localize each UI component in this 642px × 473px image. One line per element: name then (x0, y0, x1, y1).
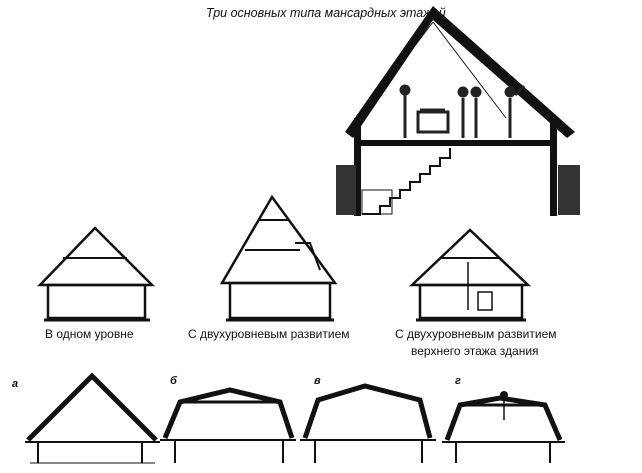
house-two-level-upper-floor (408, 228, 532, 322)
profile-v (300, 383, 436, 463)
profile-label-g: г (455, 375, 461, 387)
profile-g (442, 391, 565, 463)
caption-one-level: В одном уровне (45, 327, 134, 341)
caption-two-level-upper-line1: С двухуровневым развитием (395, 327, 557, 341)
main-house-illustration (336, 6, 580, 216)
house-one-level (37, 226, 156, 322)
house-two-level (219, 194, 338, 322)
caption-two-level-upper-line2: верхнего этажа здания (411, 344, 539, 358)
profile-label-b: б (170, 375, 178, 387)
profile-label-v: в (314, 375, 321, 387)
profile-a (25, 372, 160, 464)
profile-b (160, 387, 296, 463)
caption-two-level: С двухуровневым развитием (188, 327, 350, 341)
diagram-title: Три основных типа мансардных этажей (206, 6, 446, 20)
profile-label-a: а (12, 378, 18, 390)
